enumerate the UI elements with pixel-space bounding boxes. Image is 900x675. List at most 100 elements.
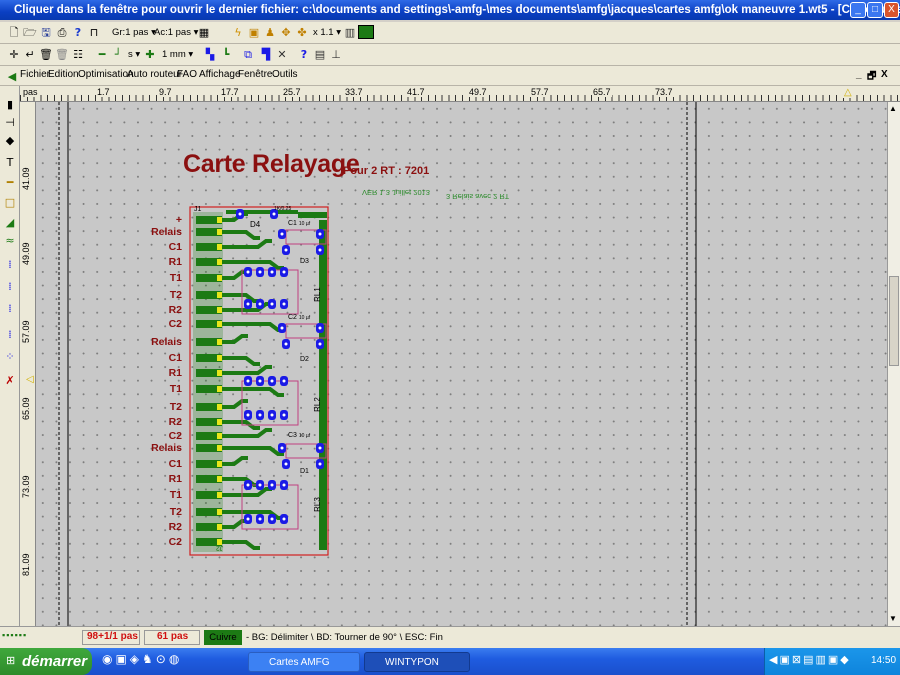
trash-icon[interactable]: 🗑 bbox=[39, 48, 53, 61]
menu-edition[interactable]: Edition bbox=[48, 69, 79, 80]
mdi-minimize-button[interactable]: _ bbox=[856, 69, 862, 80]
zoom-select[interactable]: x 1.1 ▾ bbox=[313, 27, 342, 38]
pcb-canvas[interactable]: Carte Relayage Pour 2 RT : 7201 VER 1.3 … bbox=[36, 102, 887, 626]
tool-pads2-icon[interactable]: ⁞ bbox=[8, 280, 12, 293]
mdi-close-button[interactable]: X bbox=[881, 69, 888, 80]
tool-zigzag-icon[interactable]: ≈ bbox=[5, 234, 15, 247]
color-swatch[interactable] bbox=[358, 25, 374, 39]
delete-icon[interactable]: 🗑 bbox=[55, 48, 69, 61]
ruler-marker-icon[interactable]: △ bbox=[843, 87, 853, 98]
vruler-marker-icon[interactable]: ◁ bbox=[26, 374, 34, 385]
connector-pad-hole bbox=[217, 419, 222, 425]
menu-affichage[interactable]: Affichage bbox=[199, 69, 241, 80]
tool-rect-icon[interactable]: □ bbox=[4, 196, 16, 209]
mdi-restore-button[interactable]: 🗗 bbox=[867, 71, 877, 82]
crosshair-icon[interactable]: ✛ bbox=[9, 48, 19, 61]
menu-outils[interactable]: Outils bbox=[272, 69, 298, 80]
tool-via-icon[interactable]: ⁘ bbox=[5, 350, 15, 363]
menu-bar: ◀ Fichier Edition Optimisation Auto rout… bbox=[0, 66, 900, 86]
x-mark-icon[interactable]: ✕ bbox=[277, 48, 287, 61]
board-icon[interactable]: ▥ bbox=[344, 26, 356, 39]
tool-dip-icon[interactable]: ⁞ bbox=[8, 328, 12, 341]
menu-fenetre[interactable]: Fenêtre bbox=[238, 69, 273, 80]
minimize-button[interactable]: _ bbox=[850, 2, 866, 18]
connector-pad bbox=[196, 369, 222, 377]
track-style-select[interactable]: s ▾ bbox=[128, 49, 141, 60]
tool-text-icon[interactable]: T bbox=[6, 156, 14, 169]
scroll-up-icon[interactable]: ▲ bbox=[889, 104, 897, 113]
ruler-icon[interactable]: ⊥ bbox=[331, 48, 341, 61]
connector-label: R1 bbox=[168, 367, 182, 379]
track-width-select[interactable]: 1 mm ▾ bbox=[162, 49, 194, 60]
layers-icon[interactable]: ▤ bbox=[314, 48, 326, 61]
cross-track-icon[interactable]: ✚ bbox=[145, 48, 155, 61]
taskbar-item-wintypon[interactable]: WINTYPON bbox=[364, 652, 470, 672]
tool-circle-icon[interactable]: ◆ bbox=[5, 134, 15, 147]
enter-icon[interactable]: ↵ bbox=[25, 48, 35, 61]
app-icon[interactable]: ◀ bbox=[7, 70, 17, 83]
status-layer-badge: Cuivre bbox=[204, 630, 242, 645]
tool-layer-icon[interactable]: ▮ bbox=[6, 98, 14, 111]
component-pad-hole bbox=[272, 212, 276, 216]
close-button[interactable]: X bbox=[884, 2, 899, 18]
question-icon[interactable]: ? bbox=[300, 48, 308, 61]
menu-fao[interactable]: FAO bbox=[177, 69, 198, 80]
save-icon[interactable]: 🖫 bbox=[41, 26, 51, 39]
grid-select[interactable]: Gr:1 pas ▾ bbox=[112, 27, 156, 38]
stamp-icon[interactable]: ♟ bbox=[265, 26, 275, 39]
measure-icon[interactable]: ⊓ bbox=[89, 26, 99, 39]
component-pad-hole bbox=[284, 248, 288, 252]
track-icon[interactable]: ━ bbox=[98, 48, 106, 61]
grid-pattern-icon[interactable]: ▦ bbox=[198, 26, 210, 39]
component-pad-hole bbox=[280, 326, 284, 330]
connector-label: C2 bbox=[168, 536, 182, 548]
tool-line-icon[interactable]: ⊣ bbox=[5, 116, 15, 129]
connector-pad bbox=[196, 274, 222, 282]
scroll-thumb[interactable] bbox=[889, 276, 899, 366]
status-bar: ▪▪▪▪▪▪ 98+1/1 pas 61 pas Cuivre - BG: Dé… bbox=[0, 626, 900, 648]
connector-pad bbox=[196, 385, 222, 393]
component-icon[interactable]: ⧉ bbox=[244, 48, 252, 61]
list-icon[interactable]: ☷ bbox=[73, 48, 83, 61]
menu-auto-routeur[interactable]: Auto routeur bbox=[127, 69, 183, 80]
move-icon[interactable]: ✤ bbox=[297, 26, 307, 39]
connector-pad-hole bbox=[217, 433, 222, 439]
component-pad-hole bbox=[258, 483, 262, 487]
via-icon[interactable]: ▚ bbox=[205, 48, 215, 61]
new-file-icon[interactable]: 🗋 bbox=[9, 26, 19, 39]
status-layer-icons[interactable]: ▪▪▪▪▪▪ bbox=[2, 630, 28, 640]
pcb-track bbox=[222, 293, 260, 303]
connector-label: T1 bbox=[169, 489, 182, 501]
corner-track-icon[interactable]: ┘ bbox=[114, 48, 122, 61]
open-folder-icon[interactable]: 🗁 bbox=[23, 26, 37, 39]
connector-pad bbox=[196, 228, 222, 236]
accuracy-select[interactable]: Ac:1 pas ▾ bbox=[154, 27, 199, 38]
menu-optimisation[interactable]: Optimisation bbox=[78, 69, 134, 80]
vertical-scrollbar[interactable]: ▲ ▼ bbox=[887, 102, 900, 626]
tool-erase-icon[interactable]: ✗ bbox=[5, 374, 15, 387]
lightning-icon[interactable]: ϟ bbox=[234, 26, 242, 39]
connector-pad bbox=[196, 306, 222, 314]
component-pad-hole bbox=[282, 302, 286, 306]
print-icon[interactable]: ⎙ bbox=[57, 26, 67, 39]
menu-fichier[interactable]: Fichier bbox=[20, 69, 51, 80]
tool-track-icon[interactable]: ━ bbox=[6, 176, 14, 189]
pad-icon[interactable]: ▜ bbox=[261, 48, 271, 61]
tool-polygon-icon[interactable]: ◢ bbox=[5, 216, 15, 229]
start-button[interactable]: démarrer bbox=[0, 648, 92, 675]
angle-track-icon[interactable]: ┗ bbox=[222, 48, 230, 61]
pcb-track bbox=[222, 428, 272, 438]
tray-icons[interactable]: ◀▣⊠▤▥▣◆ bbox=[769, 654, 851, 666]
help-icon[interactable]: ? bbox=[74, 26, 82, 39]
quicklaunch-icons[interactable]: ◉▣◈♞⊙◍ bbox=[102, 652, 183, 666]
vruler-label: 49.09 bbox=[21, 242, 31, 265]
tool-pads-icon[interactable]: ⁞ bbox=[8, 258, 12, 271]
scroll-down-icon[interactable]: ▼ bbox=[889, 614, 897, 623]
tool-pads3-icon[interactable]: ⁞ bbox=[8, 302, 12, 315]
component-pad-hole bbox=[270, 379, 274, 383]
maximize-button[interactable]: □ bbox=[867, 2, 883, 18]
taskbar-item-cartes[interactable]: Cartes AMFG bbox=[248, 652, 360, 672]
connector-pad-hole bbox=[217, 259, 222, 265]
select-tool-icon[interactable]: ▣ bbox=[248, 26, 260, 39]
pan-icon[interactable]: ✥ bbox=[281, 26, 291, 39]
